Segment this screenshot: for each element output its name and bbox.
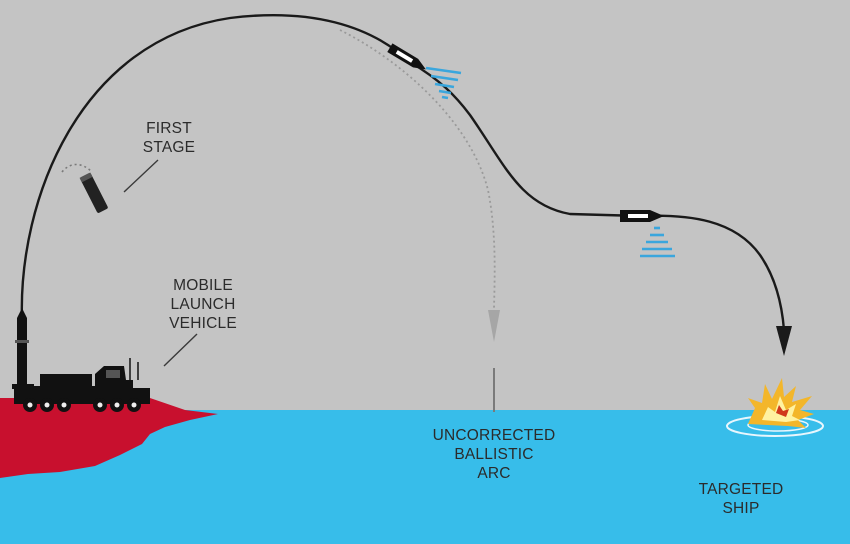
missile-icon xyxy=(387,43,426,70)
label-line: ARC xyxy=(477,465,511,482)
launcher-pointer xyxy=(163,333,198,367)
label-line: MOBILE xyxy=(173,277,233,294)
label-line: UNCORRECTED xyxy=(432,427,556,444)
uncorrected-arc-path xyxy=(339,29,496,309)
missile-trajectory xyxy=(20,13,786,331)
label-line: TARGETED xyxy=(698,481,784,498)
label-line: LAUNCH xyxy=(170,296,236,313)
launcher-truck-icon xyxy=(12,308,150,412)
label-first-stage: FIRST STAGE xyxy=(134,119,204,157)
radar-waves-icon xyxy=(640,226,675,258)
radar-waves-icon xyxy=(425,66,462,100)
launch-coast-land xyxy=(0,398,218,478)
arrowhead-icon xyxy=(776,326,792,356)
label-line: VEHICLE xyxy=(169,315,237,332)
first-stage-pointer xyxy=(123,159,159,193)
label-line: FIRST xyxy=(146,120,192,137)
label-line: STAGE xyxy=(142,139,196,156)
label-line: SHIP xyxy=(722,500,760,517)
arrowhead-icon xyxy=(488,310,500,342)
label-targeted-ship: TARGETED SHIP xyxy=(686,480,796,518)
first-stage-drop-path xyxy=(61,163,93,173)
warhead-icon xyxy=(620,210,664,222)
explosion-icon xyxy=(726,378,824,437)
label-uncorrected-ballistic-arc: UNCORRECTED BALLISTIC ARC xyxy=(418,426,570,483)
label-line: BALLISTIC xyxy=(454,446,534,463)
label-mobile-launch-vehicle: MOBILE LAUNCH VEHICLE xyxy=(158,276,248,333)
first-stage-icon xyxy=(79,172,108,213)
